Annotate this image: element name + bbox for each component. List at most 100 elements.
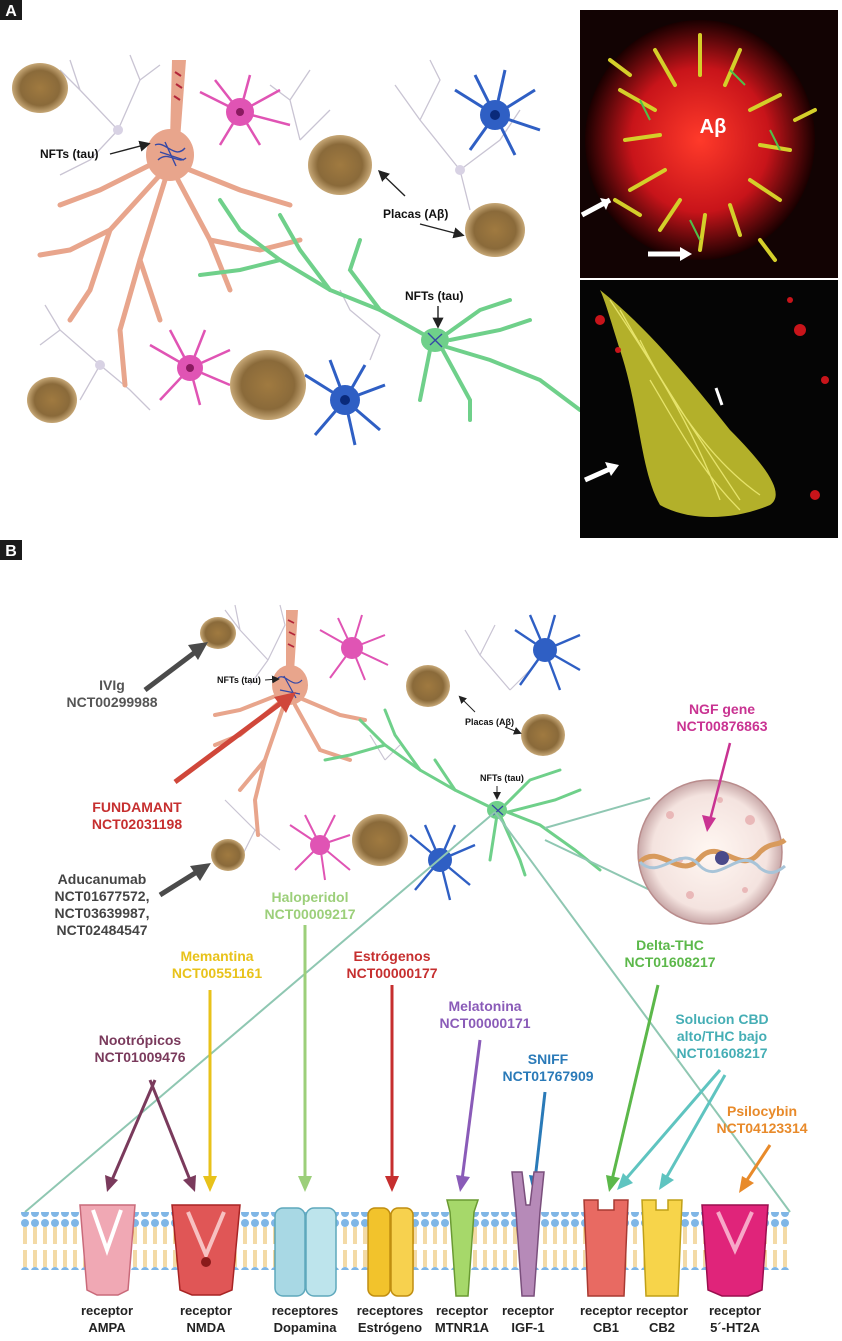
plaque-b2	[406, 665, 450, 707]
magenta-soma-b1	[341, 637, 363, 659]
green-neuron-a	[198, 198, 582, 422]
trial-ngf-name: NGF gene	[689, 701, 755, 717]
receptor-5ht2a-l2: 5´-HT2A	[710, 1320, 760, 1335]
receptor-mtnr1a-l1: receptor	[436, 1303, 488, 1318]
blue-glia-b1	[514, 614, 581, 691]
trial-sniff-code: NCT01767909	[502, 1068, 593, 1084]
panel-a-letter: A	[5, 3, 17, 20]
grey-soma-a3	[95, 360, 105, 370]
blue-glia-b2	[409, 824, 476, 901]
arrow-placas-a-down	[419, 223, 465, 239]
pink-neuron-a	[37, 60, 303, 388]
plaque-b5	[211, 839, 245, 871]
plaque-b1	[200, 617, 236, 649]
receptor-ampa	[79, 1204, 136, 1296]
trial-sniff-name: SNIFF	[528, 1051, 569, 1067]
receptor-dopamina-l1: receptores	[272, 1303, 338, 1318]
trial-ivig-name: IVIg	[99, 677, 125, 693]
micro-arrow-4	[714, 387, 724, 406]
trial-aducanumab-code-3: NCT02484547	[56, 922, 147, 938]
trial-psilocybin-name: Psilocybin	[727, 1103, 797, 1119]
green-tangle-a	[427, 332, 443, 348]
trial-aducanumab-code-1: NCT01677572,	[55, 888, 150, 904]
trial-cbd-name-1: Solucion CBD	[675, 1011, 768, 1027]
receptor-nmda-l2: NMDA	[187, 1320, 227, 1335]
receptor-5ht2a	[701, 1204, 769, 1297]
receptor-estrogeno	[367, 1207, 414, 1297]
receptor-nmda-l1: receptor	[180, 1303, 232, 1318]
grey-neurons-a	[39, 54, 521, 411]
plaque-a5	[27, 377, 77, 423]
trial-fundamant-code: NCT02031198	[92, 816, 183, 832]
plaque-a1	[12, 63, 68, 113]
trial-haloperidol-code: NCT00009217	[264, 906, 355, 922]
trial-nootropicos-code: NCT01009476	[94, 1049, 185, 1065]
trial-aducanumab-name: Aducanumab	[58, 871, 147, 887]
receptor-cb1-l2: CB1	[593, 1320, 619, 1335]
micro-arrow-3	[583, 465, 614, 483]
receptor-estrogeno-l1: receptores	[357, 1303, 423, 1318]
blue-glia-a2	[304, 359, 386, 446]
trial-ivig-code: NCT00299988	[66, 694, 157, 710]
receptor-labels: receptor AMPA receptor NMDA receptores D…	[81, 1303, 761, 1335]
panel-b-letter: B	[5, 543, 17, 560]
label-placas-a: Placas (Aβ)	[383, 207, 448, 221]
trial-memantina-code: NCT00551161	[172, 965, 263, 981]
arrow-placas-a-up	[377, 170, 406, 197]
receptor-igf1-l1: receptor	[502, 1303, 554, 1318]
receptor-igf1	[511, 1171, 545, 1297]
receptor-5ht2a-l1: receptor	[709, 1303, 761, 1318]
label-nfts-right-b: NFTs (tau)	[480, 773, 524, 783]
trial-memantina-name: Memantina	[180, 948, 253, 964]
plaque-a3	[465, 203, 525, 257]
zoom-lines	[24, 797, 791, 1213]
receptor-cb2	[641, 1199, 683, 1297]
plaque-a2	[308, 135, 372, 195]
label-placas-b: Placas (Aβ)	[465, 717, 514, 727]
micrograph-ab-label: Aβ	[700, 116, 727, 138]
treatment-arrows	[105, 642, 772, 1193]
receptor-cb1	[583, 1199, 629, 1297]
trial-estrogenos-code: NCT00000177	[346, 965, 437, 981]
receptor-ampa-l2: AMPA	[88, 1320, 126, 1335]
trial-aducanumab-code-2: NCT03639987,	[55, 905, 150, 921]
label-nfts-left-b: NFTs (tau)	[217, 675, 261, 685]
blue-glia-a1	[454, 69, 541, 156]
trial-cbd-code: NCT01608217	[676, 1045, 767, 1061]
receptor-cb2-l1: receptor	[636, 1303, 688, 1318]
receptor-dopamina-l2: Dopamina	[274, 1320, 338, 1335]
arrow-nfts-left-a	[109, 140, 151, 155]
receptor-cb2-l2: CB2	[649, 1320, 675, 1335]
magenta-glia-a2	[149, 329, 231, 406]
panel-a-badge	[0, 0, 22, 20]
trial-delta-thc-name: Delta-THC	[636, 937, 704, 953]
pink-neuron-b	[213, 610, 367, 837]
green-neuron-b	[323, 708, 602, 877]
trial-melatonina-name: Melatonina	[448, 998, 521, 1014]
receptor-dopamina	[274, 1207, 337, 1297]
label-nfts-right-a: NFTs (tau)	[405, 289, 463, 303]
magenta-glia-a1	[199, 74, 291, 146]
trial-estrogenos-name: Estrógenos	[353, 948, 430, 964]
receptor-cb1-l1: receptor	[580, 1303, 632, 1318]
micrograph-fibrils	[608, 33, 817, 262]
magenta-glia-b1	[319, 614, 389, 681]
trial-delta-thc-code: NCT01608217	[624, 954, 715, 970]
label-nfts-left-a: NFTs (tau)	[40, 147, 98, 161]
grey-soma-a2	[455, 165, 465, 175]
gene-vector	[715, 851, 729, 865]
trial-nootropicos-name: Nootrópicos	[99, 1032, 182, 1048]
trial-haloperidol-name: Haloperidol	[271, 889, 348, 905]
receptor-mtnr1a	[446, 1199, 480, 1297]
magenta-soma-b2	[310, 835, 330, 855]
receptor-mtnr1a-l2: MTNR1A	[435, 1320, 490, 1335]
receptor-nmda	[171, 1204, 241, 1296]
magenta-glia-b2	[289, 814, 351, 881]
plaque-b4	[352, 814, 408, 866]
trial-psilocybin-code: NCT04123314	[716, 1120, 807, 1136]
grey-soma-a1	[113, 125, 123, 135]
panel-b-badge	[0, 540, 22, 560]
plaque-b3	[521, 714, 565, 756]
receptor-estrogeno-l2: Estrógeno	[358, 1320, 422, 1335]
